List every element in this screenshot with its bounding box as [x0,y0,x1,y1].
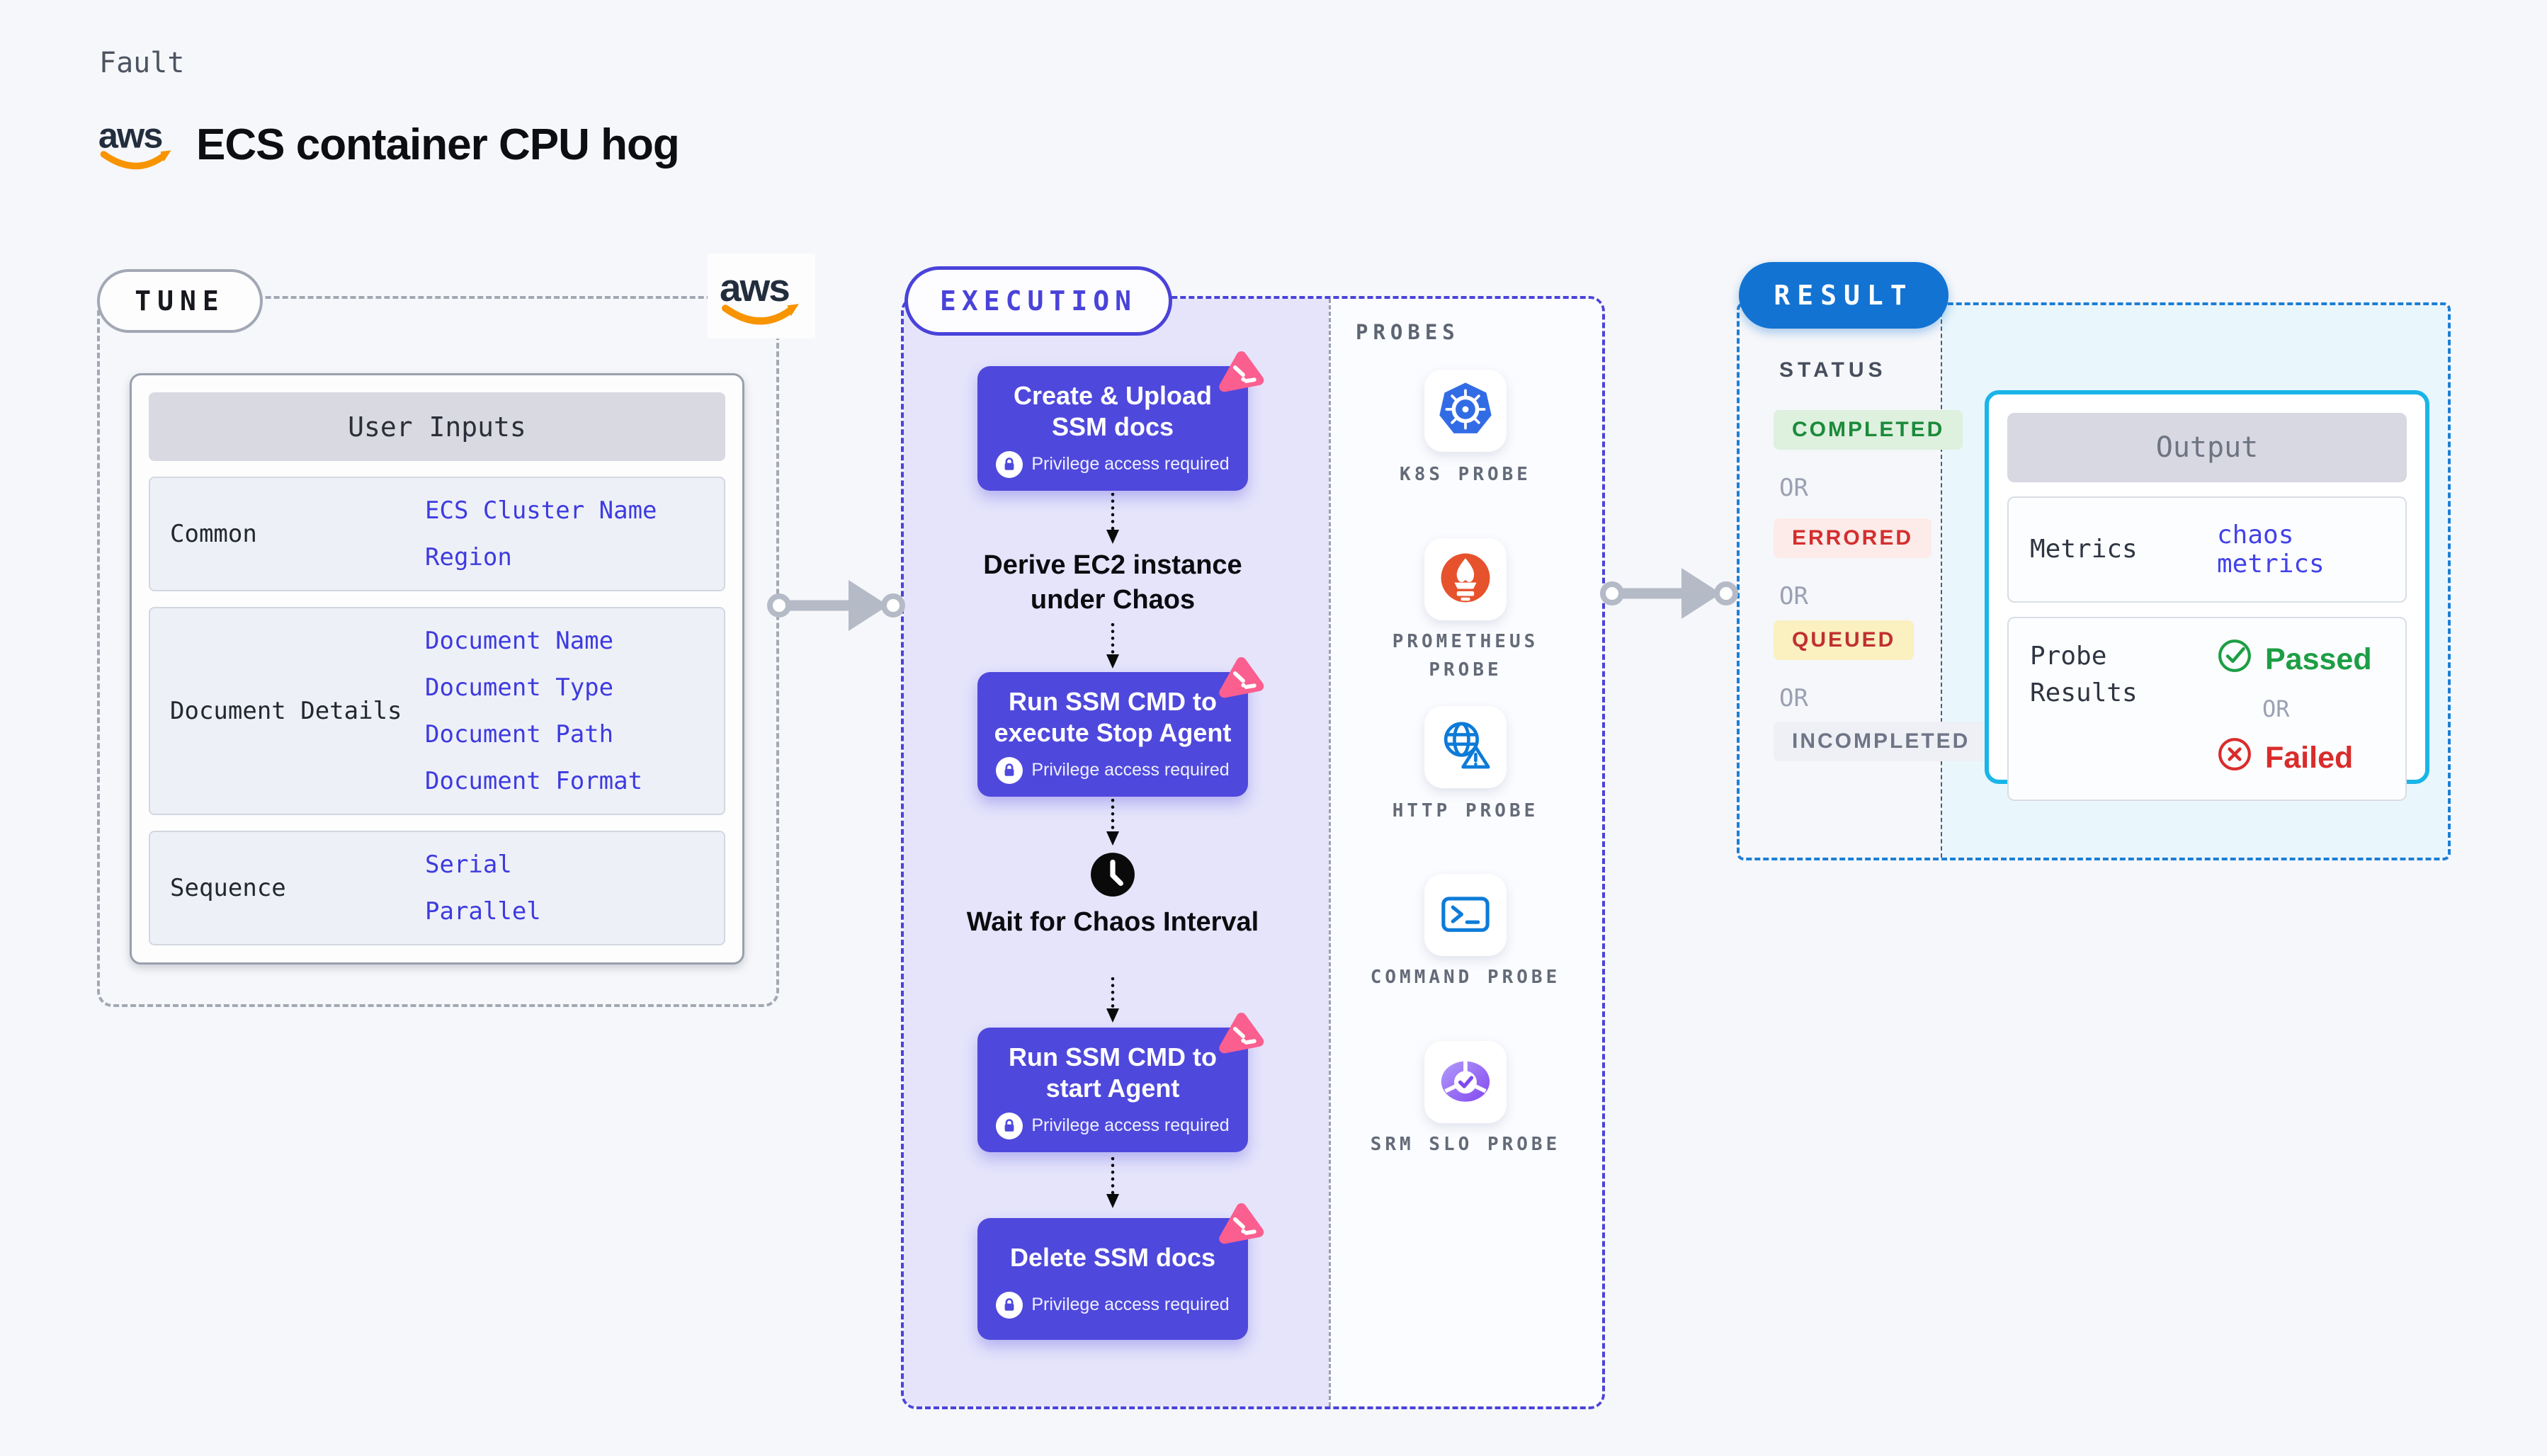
privilege-label: Privilege access required [1031,1115,1230,1136]
probe-label-srm-slo: SRM SLO PROBE [1370,1134,1561,1155]
probes-heading: PROBES [1356,320,1460,344]
command-terminal-icon [1437,885,1494,945]
step-delete-ssm-docs: Delete SSM docs Privilege access require… [977,1203,1264,1340]
user-inputs-header: User Inputs [149,392,725,461]
input-link: Document Type [425,673,614,702]
srm-slo-icon [1436,1052,1494,1113]
table-row-common: Common ECS Cluster Name Region [149,477,725,591]
http-globe-warning-icon [1437,717,1494,778]
prometheus-icon [1437,550,1494,610]
flow-arrow-icon [1102,622,1123,673]
result-section: STATUS COMPLETED OR ERRORED OR QUEUED OR… [1737,302,2451,860]
probe-tile [1424,874,1507,956]
page-title: ECS container CPU hog [196,120,680,169]
flow-arrow-icon [1102,1156,1123,1213]
flow-arrow-icon [1102,977,1123,1028]
privilege-label: Privilege access required [1031,760,1230,780]
or-label: OR [2262,695,2290,722]
row-label: Common [170,519,257,548]
step-create-upload-ssm-docs: Create & Upload SSM docs Privilege acces… [977,351,1264,491]
metrics-label: Metrics [2030,534,2138,564]
lock-icon [996,756,1023,784]
clock-icon [1089,851,1136,898]
failed-label: Failed [2265,741,2354,775]
or-label: OR [1779,582,1808,610]
or-label: OR [1779,474,1808,502]
status-badge-queued: QUEUED [1774,620,1914,660]
privilege-label: Privilege access required [1031,1295,1230,1315]
fault-kicker: Fault [99,47,185,79]
result-divider [1941,305,1942,858]
status-badge-errored: ERRORED [1774,518,1932,558]
probes-divider [1329,299,1331,1406]
row-label: Document Details [170,696,402,725]
arrow-tune-to-execution-icon [766,563,905,648]
input-link: Document Path [425,720,614,749]
chaos-badge-icon [1213,1008,1269,1064]
result-pill: RESULT [1739,262,1948,329]
status-badge-completed: COMPLETED [1774,410,1963,450]
step-title: Delete SSM docs [1009,1243,1216,1272]
privilege-label: Privilege access required [1031,454,1230,474]
metrics-value-link: chaos metrics [2217,521,2325,579]
status-heading: STATUS [1779,358,1887,382]
probe-tile [1424,706,1507,788]
step-title: Create & Upload SSM docs [1013,381,1213,441]
aws-logo-icon: aws [708,254,815,339]
step-title: Run SSM CMD to start Agent [1009,1042,1217,1103]
probe-label-http: HTTP PROBE [1392,800,1539,821]
input-link: Document Name [425,627,614,655]
input-link: Serial [425,851,512,879]
probe-label-k8s: K8S PROBE [1400,464,1531,485]
x-circle-icon [2217,736,2252,780]
tune-pill: TUNE [97,269,263,333]
svg-text:aws: aws [98,115,162,156]
user-inputs-table: User Inputs Common ECS Cluster Name Regi… [130,373,744,965]
step-run-ssm-cmd-start-agent: Run SSM CMD to start Agent Privilege acc… [977,1013,1264,1152]
output-card: Output Metrics chaos metrics Probe Resul… [1985,390,2429,801]
metrics-row: Metrics chaos metrics [2007,496,2407,603]
probe-results-row: Probe Results Passed OR [2007,617,2407,801]
probes-panel [1329,299,1602,1406]
arrow-execution-to-result-icon [1599,551,1738,636]
table-row-sequence: Sequence Serial Parallel [149,831,725,945]
step-title: Run SSM CMD to execute Stop Agent [994,687,1232,747]
page-title-row: aws ECS container CPU hog [97,115,680,175]
table-row-document-details: Document Details Document Name Document … [149,607,725,815]
input-link: Document Format [425,767,643,795]
row-label: Sequence [170,873,286,902]
tune-section: aws User Inputs Common ECS Cluster Name … [97,254,815,1007]
kubernetes-icon [1436,380,1494,442]
passed-label: Passed [2265,642,2372,676]
probe-label-command: COMMAND PROBE [1370,967,1561,988]
input-link: Region [425,543,512,571]
chaos-badge-icon [1213,1198,1269,1254]
check-circle-icon [2217,638,2252,681]
flow-arrow-icon [1102,492,1123,549]
execution-pill: EXECUTION [904,266,1172,336]
probe-tile [1424,1041,1507,1123]
probe-tile [1424,370,1507,452]
chaos-badge-icon [1213,346,1269,402]
probe-tile [1424,538,1507,620]
lock-icon [996,1112,1023,1139]
probe-label-prometheus: PROMETHEUS PROBE [1392,631,1539,681]
aws-logo-icon: aws [97,115,176,175]
output-header: Output [2007,413,2407,482]
step-run-ssm-cmd-stop-agent: Run SSM CMD to execute Stop Agent Privil… [977,657,1264,797]
status-badge-incompleted: INCOMPLETED [1774,722,1989,761]
input-link: Parallel [425,897,541,926]
lock-icon [996,1291,1023,1319]
probe-results-label: Probe Results [2030,642,2138,708]
step-wait-for-chaos-interval: Wait for Chaos Interval [966,907,1259,937]
svg-text:aws: aws [720,266,789,309]
or-label: OR [1779,684,1808,712]
lock-icon [996,450,1023,478]
flow-arrow-icon [1102,798,1123,851]
execution-section: Create & Upload SSM docs Privilege acces… [901,296,1605,1409]
input-link: ECS Cluster Name [425,496,657,525]
step-derive-ec2-instance: Derive EC2 instance under Chaos [983,550,1242,615]
chaos-badge-icon [1213,652,1269,708]
